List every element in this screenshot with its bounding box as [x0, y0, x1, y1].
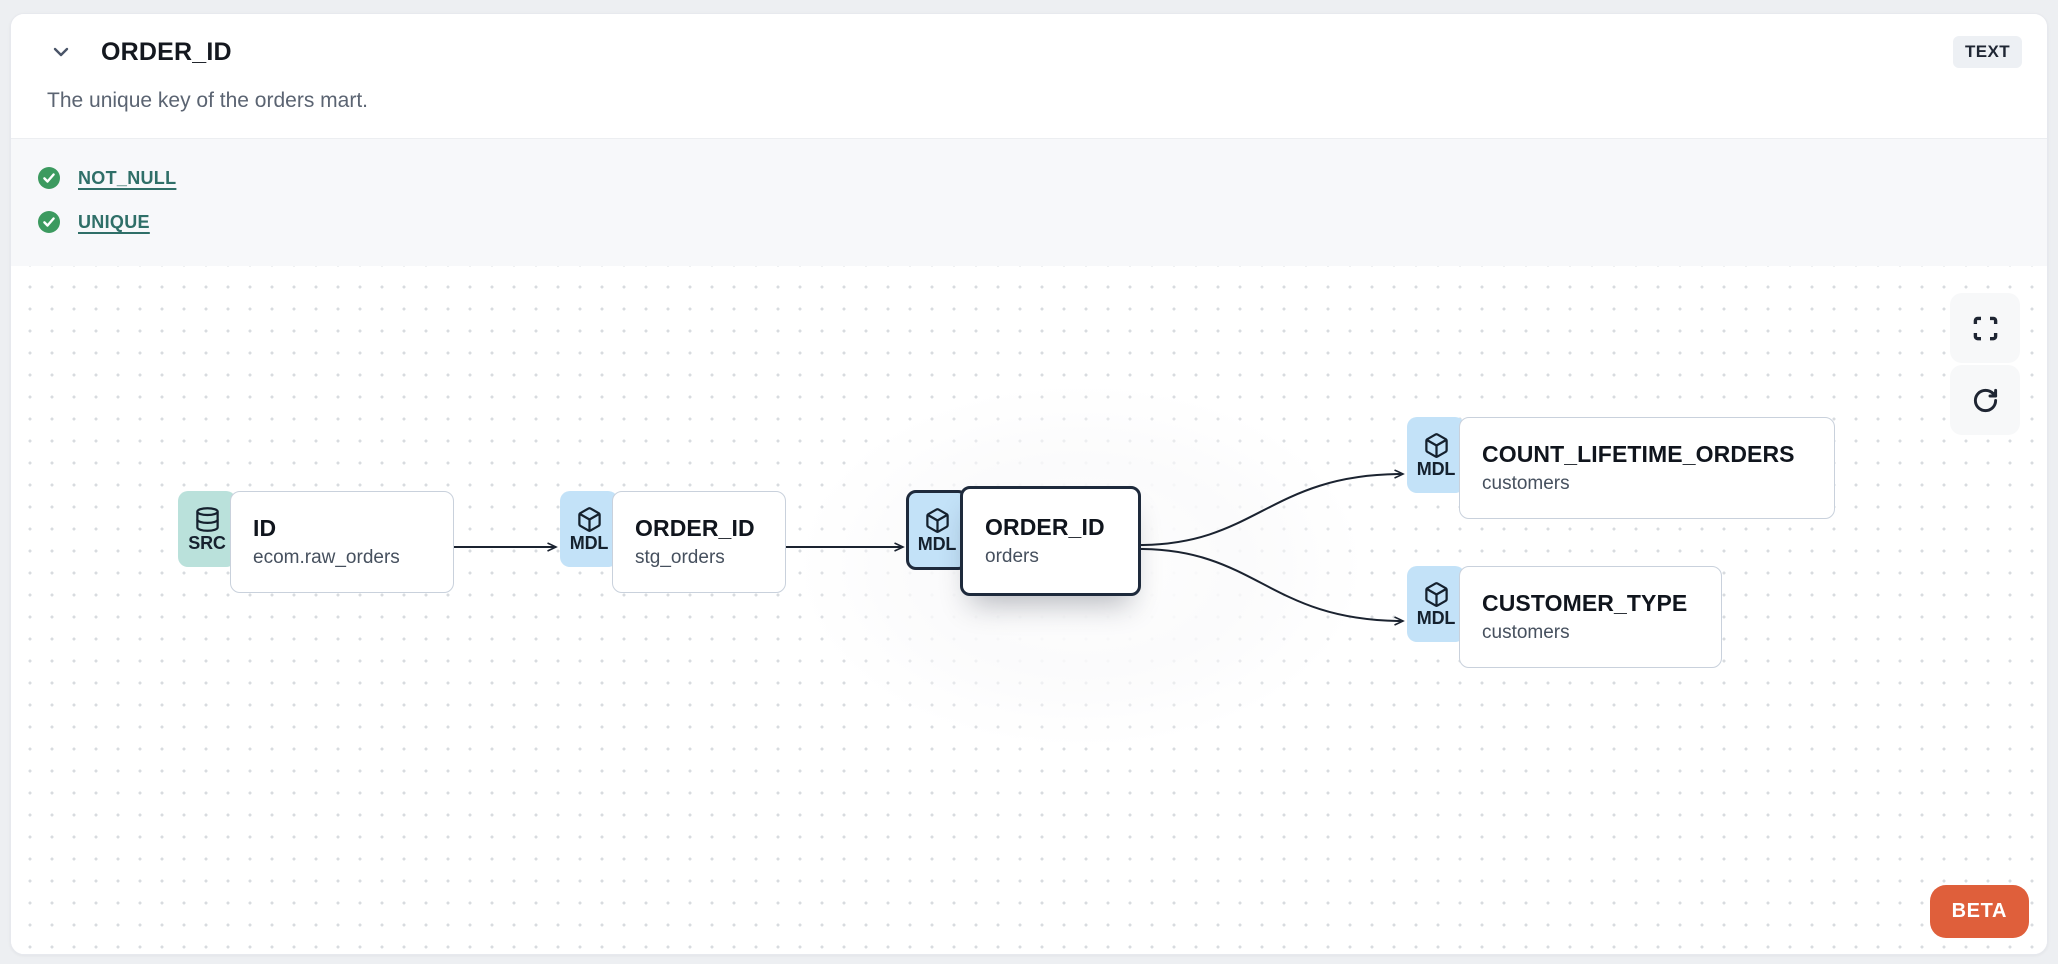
canvas-controls — [1950, 293, 2020, 435]
node-type-badge: MDL — [560, 491, 618, 567]
lineage-node-customer-type[interactable]: MDL CUSTOMER_TYPE customers — [1407, 566, 1722, 668]
node-type-badge: MDL — [1407, 566, 1465, 642]
node-type-badge: MDL — [1407, 417, 1465, 493]
check-circle-icon — [37, 166, 61, 190]
node-subtitle: ecom.raw_orders — [253, 547, 400, 568]
node-subtitle: customers — [1482, 473, 1570, 494]
check-circle-icon — [37, 210, 61, 234]
maximize-icon — [1972, 315, 1999, 342]
test-link-unique[interactable]: UNIQUE — [78, 211, 150, 232]
node-subtitle: customers — [1482, 622, 1570, 643]
lineage-node-stg-orders[interactable]: MDL ORDER_ID stg_orders — [560, 491, 786, 593]
lineage-edges — [451, 266, 2047, 954]
lineage-node-source-id[interactable]: SRC ID ecom.raw_orders — [178, 491, 454, 593]
header: ORDER_ID TEXT The unique key of the orde… — [11, 14, 2047, 138]
test-link-not-null[interactable]: NOT_NULL — [78, 167, 177, 188]
lineage-canvas[interactable]: SRC ID ecom.raw_orders MDL ORDER_ID stg_… — [11, 266, 2047, 954]
lineage-node-count-lifetime-orders[interactable]: MDL COUNT_LIFETIME_ORDERS customers — [1407, 417, 1835, 519]
node-type-label: SRC — [188, 533, 226, 554]
node-type-badge: SRC — [178, 491, 236, 567]
node-title: CUSTOMER_TYPE — [1482, 590, 1688, 616]
node-type-label: MDL — [569, 533, 609, 554]
node-type-label: MDL — [1416, 608, 1456, 629]
chevron-down-icon — [49, 40, 73, 64]
node-title: ID — [253, 515, 277, 541]
edge-orders-to-count — [1138, 474, 1403, 546]
cube-icon — [924, 507, 951, 534]
cube-icon — [1423, 432, 1450, 459]
cube-icon — [576, 506, 603, 533]
column-details-card: ORDER_ID TEXT The unique key of the orde… — [10, 13, 2048, 955]
lineage-node-orders-selected[interactable]: MDL ORDER_ID orders — [906, 486, 1141, 596]
edge-orders-to-type — [1138, 548, 1403, 621]
beta-badge: BETA — [1929, 885, 2029, 938]
node-title: ORDER_ID — [635, 515, 755, 541]
test-row: UNIQUE — [37, 200, 2007, 244]
node-type-badge: MDL — [906, 490, 968, 570]
node-title: COUNT_LIFETIME_ORDERS — [1482, 441, 1795, 467]
test-row: NOT_NULL — [37, 156, 2007, 200]
node-subtitle: orders — [985, 546, 1039, 567]
cube-icon — [1423, 581, 1450, 608]
column-name-title: ORDER_ID — [101, 37, 232, 66]
fullscreen-button[interactable] — [1950, 293, 2020, 363]
node-title: ORDER_ID — [985, 514, 1105, 540]
tests-section: NOT_NULL UNIQUE — [11, 138, 2047, 266]
refresh-icon — [1972, 387, 1999, 414]
collapse-button[interactable] — [47, 38, 75, 66]
node-type-label: MDL — [1416, 459, 1456, 480]
column-description: The unique key of the orders mart. — [47, 89, 368, 112]
node-type-label: MDL — [917, 534, 957, 555]
node-subtitle: stg_orders — [635, 547, 725, 568]
data-type-badge: TEXT — [1952, 36, 2022, 68]
refresh-button[interactable] — [1950, 365, 2020, 435]
database-icon — [194, 506, 221, 533]
